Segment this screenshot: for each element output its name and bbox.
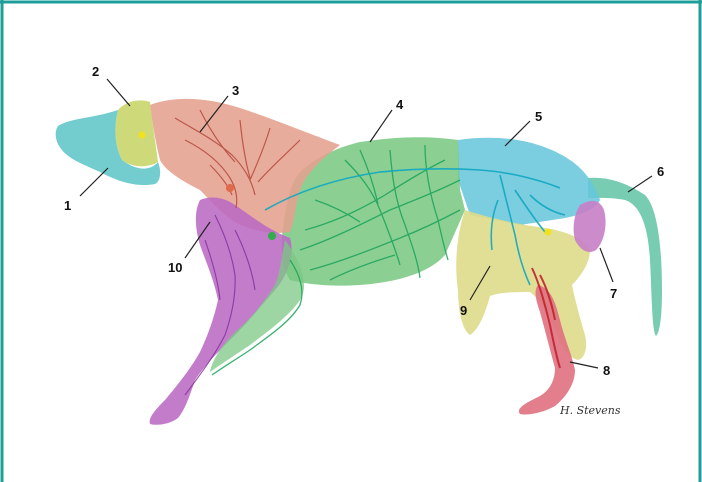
label-6: 6 [657, 164, 664, 179]
label-3: 3 [232, 83, 239, 98]
label-2: 2 [92, 64, 99, 79]
label-10: 10 [168, 260, 182, 275]
artist-signature: H. Stevens [559, 404, 621, 417]
label-1: 1 [64, 198, 71, 213]
leader-line-4 [370, 110, 392, 142]
label-7: 7 [610, 286, 617, 301]
label-4: 4 [396, 97, 404, 112]
leader-line-1 [80, 168, 108, 196]
lymph-node-head [139, 132, 146, 139]
leader-line-6 [628, 176, 652, 192]
lymph-node-inguinal [545, 229, 552, 236]
label-9: 9 [460, 303, 467, 318]
leader-line-2 [107, 79, 130, 106]
region-thigh [456, 210, 590, 360]
lymph-node-axillary [268, 232, 276, 240]
label-8: 8 [603, 363, 610, 378]
label-5: 5 [535, 109, 542, 124]
leader-line-7 [600, 248, 613, 282]
lymph-node-neck [226, 184, 234, 192]
region-hip [574, 201, 606, 252]
